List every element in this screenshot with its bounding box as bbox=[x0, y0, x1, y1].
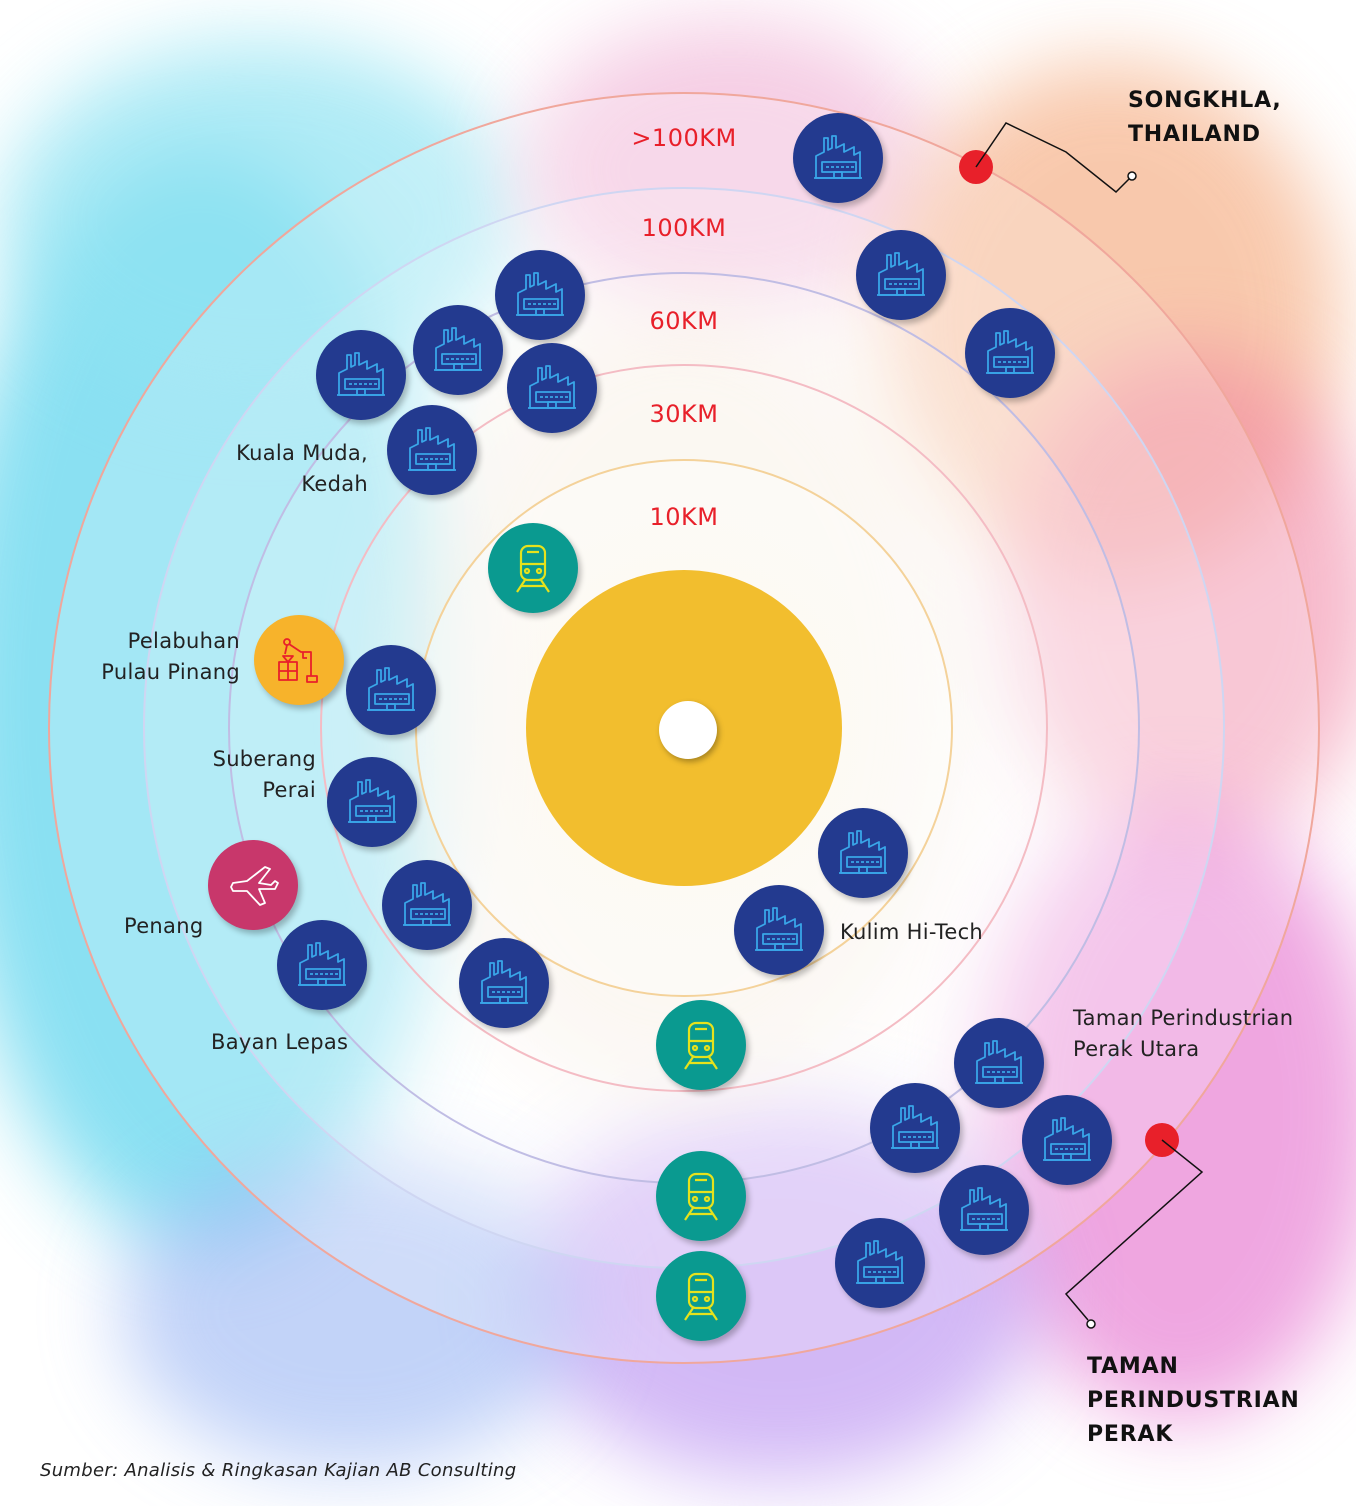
factory-icon bbox=[751, 902, 807, 958]
train-icon bbox=[673, 1168, 729, 1224]
label-kuala-muda: Kuala Muda, Kedah bbox=[236, 441, 368, 496]
label-taman-perindustrian-perak-utara: Taman Perindustrian Perak Utara bbox=[1073, 1006, 1294, 1061]
factory-icon bbox=[971, 1035, 1027, 1091]
factory-icon bbox=[430, 322, 486, 378]
factory-node bbox=[277, 920, 367, 1010]
factory-node bbox=[507, 343, 597, 433]
ring-label-10km: 10KM bbox=[649, 503, 719, 531]
factory-node bbox=[939, 1165, 1029, 1255]
factory-node bbox=[382, 860, 472, 950]
port-node bbox=[254, 615, 344, 705]
factory-icon bbox=[1039, 1112, 1095, 1168]
factory-node bbox=[965, 308, 1055, 398]
factory-icon bbox=[982, 325, 1038, 381]
source-note: Sumber: Analisis & Ringkasan Kajian AB C… bbox=[40, 1460, 517, 1481]
factory-icon bbox=[524, 360, 580, 416]
train-icon bbox=[505, 540, 561, 596]
ring-label-100km: 100KM bbox=[641, 214, 727, 242]
factory-node bbox=[1022, 1095, 1112, 1185]
factory-node bbox=[835, 1218, 925, 1308]
factory-icon bbox=[887, 1100, 943, 1156]
factory-icon bbox=[512, 267, 568, 323]
factory-node bbox=[387, 405, 477, 495]
ring-label-60km: 60KM bbox=[649, 307, 719, 335]
label-pelabuhan-pulau-pinang: Pelabuhan Pulau Pinang bbox=[101, 629, 240, 684]
songkhla-connector bbox=[975, 122, 1132, 194]
factory-node bbox=[316, 330, 406, 420]
factory-icon bbox=[404, 422, 460, 478]
factory-icon bbox=[873, 247, 929, 303]
factory-node bbox=[459, 938, 549, 1028]
factory-icon bbox=[363, 662, 419, 718]
callout-taman-perindustrian-perak: TAMAN PERINDUSTRIAN PERAK bbox=[1087, 1354, 1300, 1447]
factory-icon bbox=[852, 1235, 908, 1291]
factory-node bbox=[495, 250, 585, 340]
port-crane-icon bbox=[271, 632, 327, 688]
factory-node bbox=[870, 1083, 960, 1173]
ring-label-30km: 30KM bbox=[649, 400, 719, 428]
train-icon bbox=[673, 1268, 729, 1324]
factory-icon bbox=[476, 955, 532, 1011]
label-suberang-perai: Suberang Perai bbox=[212, 747, 316, 802]
center-point bbox=[659, 701, 717, 759]
factory-node bbox=[327, 757, 417, 847]
factory-node bbox=[856, 230, 946, 320]
train-icon bbox=[673, 1017, 729, 1073]
airplane-icon bbox=[225, 857, 281, 913]
factory-icon bbox=[344, 774, 400, 830]
label-kulim-hi-tech: Kulim Hi-Tech bbox=[840, 920, 984, 944]
airport-node bbox=[208, 840, 298, 930]
train-node bbox=[488, 523, 578, 613]
label-bayan-lepas: Bayan Lepas bbox=[211, 1030, 349, 1054]
factory-node bbox=[413, 305, 503, 395]
train-node bbox=[656, 1000, 746, 1090]
train-node bbox=[656, 1151, 746, 1241]
perak-connector bbox=[1064, 1139, 1204, 1321]
factory-icon bbox=[333, 347, 389, 403]
factory-icon bbox=[956, 1182, 1012, 1238]
factory-node bbox=[954, 1018, 1044, 1108]
label-penang: Penang bbox=[124, 914, 204, 938]
callout-songkhla-thailand: SONGKHLA, THAILAND bbox=[1128, 88, 1282, 147]
factory-icon bbox=[399, 877, 455, 933]
ring-label-over-100km: >100KM bbox=[631, 124, 737, 152]
factory-node bbox=[734, 885, 824, 975]
factory-node bbox=[346, 645, 436, 735]
factory-icon bbox=[835, 825, 891, 881]
factory-icon bbox=[810, 130, 866, 186]
factory-node bbox=[793, 113, 883, 203]
factory-icon bbox=[294, 937, 350, 993]
train-node bbox=[656, 1251, 746, 1341]
factory-node bbox=[818, 808, 908, 898]
